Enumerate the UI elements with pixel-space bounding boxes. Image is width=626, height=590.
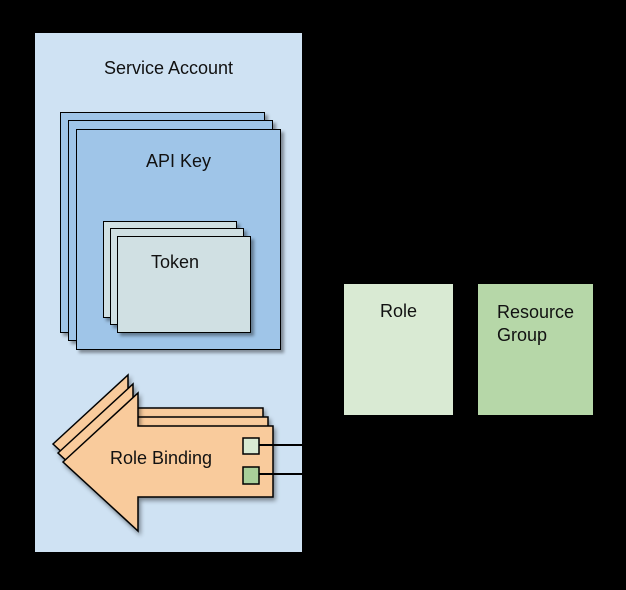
token-label: Token [150, 252, 200, 272]
api-key-label: API Key [145, 151, 212, 171]
service-account-box: Service Account API Key Token [35, 33, 302, 552]
resource-group-label-line2: Group [496, 325, 547, 345]
service-account-label: Service Account [103, 58, 234, 78]
resource-group-label-line1: Resource [496, 302, 575, 322]
token-box: Token [117, 236, 251, 333]
resource-group-box: Resource Group [478, 284, 593, 415]
resource-group-label: Resource Group [478, 301, 593, 347]
role-label: Role [379, 301, 418, 321]
role-box: Role [344, 284, 453, 415]
api-key-box: API Key Token [76, 129, 281, 350]
role-binding-label: Role Binding [109, 448, 213, 468]
